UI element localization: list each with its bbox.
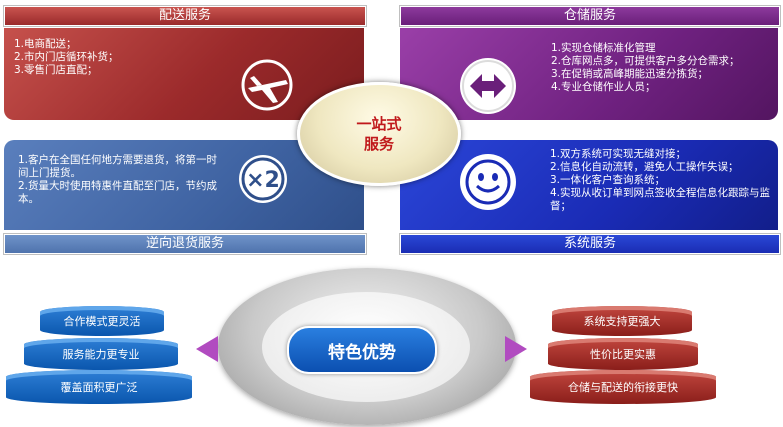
warehouse-panel: 1.实现仓储标准化管理 2.仓库网点多，可提供客户多分仓需求； 3.在促销或高峰… [400,28,778,120]
one-stop-line2: 服务 [363,135,394,153]
right-stack-label-2: 性价比更实惠 [590,348,656,361]
left-stack-disc-2: 服务能力更专业 [24,338,178,370]
x2-text: ×2 [246,168,280,193]
one-stop-line1: 一站式 [356,115,402,133]
system-item-2: 2.信息化自动流转，避免人工操作失误； [550,161,739,173]
system-panel: 1.双方系统可实现无缝对接； 2.信息化自动流转，避免人工操作失误； 3.一体化… [400,140,778,230]
system-item-1: 1.双方系统可实现无缝对接； [550,148,687,160]
left-stack-disc-3: 覆盖面积更广泛 [6,370,192,404]
warehouse-header: 仓储服务 [400,6,780,26]
system-title: 系统服务 [563,236,616,251]
right-stack-disc-1: 系统支持更强大 [552,306,692,336]
x2-icon: ×2 [236,152,290,206]
warehouse-item-2: 2.仓库网点多，可提供客户多分仓需求； [551,55,740,67]
right-stack-disc-3: 仓储与配送的衔接更快 [530,370,716,404]
returns-header: 逆向退货服务 [4,234,366,254]
right-stack-disc-2: 性价比更实惠 [548,338,698,370]
left-arrow-icon [196,336,218,362]
left-stack-label-3: 覆盖面积更广泛 [60,381,138,394]
warehouse-item-4: 4.专业仓储作业人员； [551,81,656,93]
warehouse-item-3: 3.在促销或高峰期能迅速分拣货； [551,68,709,80]
delivery-item-3: 3.零售门店直配； [14,64,98,76]
delivery-header: 配送服务 [4,6,366,26]
delivery-list: 1.电商配送； 2.市内门店循环补货； 3.零售门店直配； [14,38,119,77]
warehouse-list: 1.实现仓储标准化管理 2.仓库网点多，可提供客户多分仓需求； 3.在促销或高峰… [551,42,771,94]
arrows-icon [460,58,516,114]
one-stop-badge: 一站式 服务 [297,82,461,186]
returns-list: 1.客户在全国任何地方需要退货，将第一时间上门提货。 2.货量大时使用特惠件直配… [18,154,218,206]
right-arrow-icon [505,336,527,362]
advantage-badge: 特色优势 [287,326,437,374]
warehouse-title: 仓储服务 [563,8,616,23]
advantage-title: 特色优势 [328,342,396,363]
returns-item-1: 1.客户在全国任何地方需要退货，将第一时间上门提货。 [18,154,218,179]
delivery-title: 配送服务 [158,8,211,23]
left-stack-label-1: 合作模式更灵活 [63,315,141,328]
right-stack-label-1: 系统支持更强大 [583,315,661,328]
returns-item-2: 2.货量大时使用特惠件直配至门店，节约成本。 [18,180,218,205]
delivery-panel: 1.电商配送； 2.市内门店循环补货； 3.零售门店直配； [4,28,364,120]
left-stack-label-2: 服务能力更专业 [62,348,140,361]
airplane-icon [240,58,294,112]
left-stack-disc-1: 合作模式更灵活 [40,306,164,336]
system-list: 1.双方系统可实现无缝对接； 2.信息化自动流转，避免人工操作失误； 3.一体化… [550,148,772,213]
system-item-4: 4.实现从收订单到网点签收全程信息化跟踪与监督； [550,187,771,212]
delivery-item-2: 2.市内门店循环补货； [14,51,119,63]
delivery-item-1: 1.电商配送； [14,38,77,50]
returns-title: 逆向退货服务 [145,236,224,251]
warehouse-item-1: 1.实现仓储标准化管理 [551,42,656,54]
smiley-icon [460,154,516,210]
system-item-3: 3.一体化客户查询系统； [550,174,666,186]
system-header: 系统服务 [400,234,780,254]
right-stack-label-3: 仓储与配送的衔接更快 [568,381,678,394]
